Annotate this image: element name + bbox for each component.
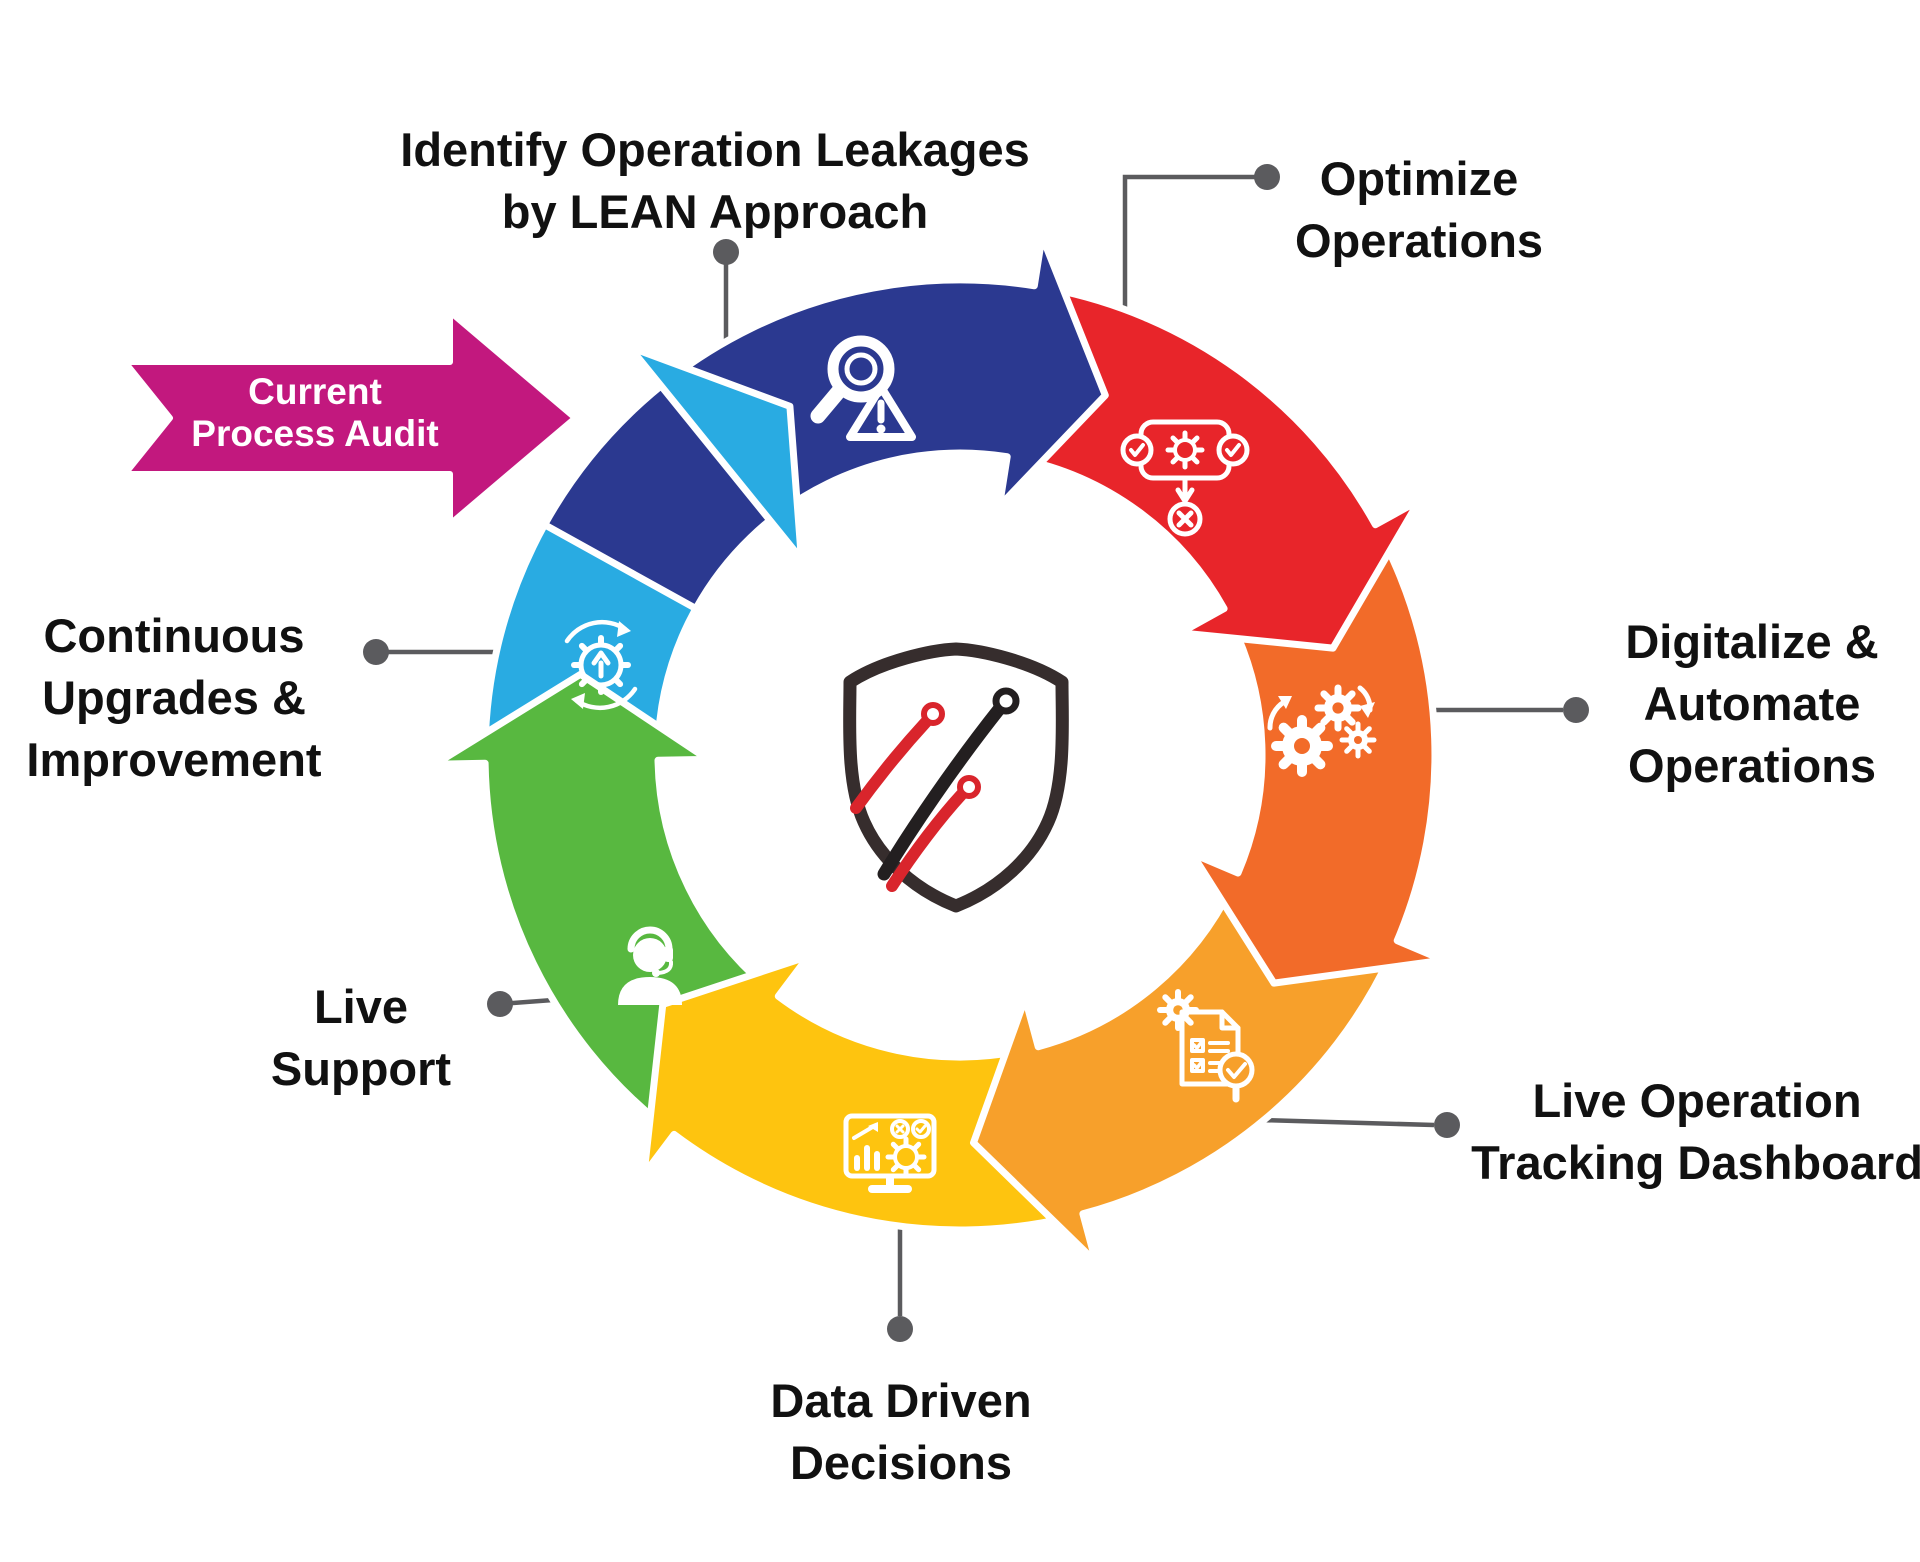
label-line: Tracking Dashboard bbox=[1471, 1136, 1920, 1189]
gears-icon bbox=[1267, 684, 1377, 777]
label-line: Decisions bbox=[789, 1436, 1013, 1489]
label-live-support: Live Support bbox=[271, 976, 451, 1100]
arrow-segment-data bbox=[640, 952, 1071, 1234]
label-line: Live Operation bbox=[1532, 1074, 1862, 1127]
connector-dot bbox=[363, 639, 389, 665]
label-identify: Identify Operation Leakages by LEAN Appr… bbox=[400, 119, 1029, 243]
arrow-segment-identify bbox=[541, 233, 1109, 613]
upgrade-cycle-icon bbox=[564, 619, 638, 711]
label-line: Live bbox=[313, 980, 409, 1033]
connector-dot bbox=[713, 239, 739, 265]
process-check-icon bbox=[1120, 419, 1250, 537]
shield-trace-red-upper bbox=[850, 716, 932, 814]
label-continuous-upgrades: Continuous Upgrades & Improvement bbox=[26, 605, 321, 791]
arrow-head-upgrades bbox=[626, 343, 805, 563]
label-line: Current bbox=[248, 371, 382, 412]
label-line: Digitalize & bbox=[1625, 615, 1879, 668]
search-warning-icon bbox=[810, 335, 916, 441]
label-data-driven: Data Driven Decisions bbox=[770, 1370, 1031, 1494]
label-line: Identify Operation Leakages bbox=[400, 123, 1030, 176]
label-tracking: Live Operation Tracking Dashboard bbox=[1471, 1070, 1920, 1194]
connector-tracking bbox=[1259, 1112, 1460, 1138]
connector-dot bbox=[887, 1316, 913, 1342]
label-line: Continuous bbox=[43, 609, 305, 662]
trace-terminal bbox=[957, 775, 981, 799]
entry-arrow bbox=[122, 309, 578, 527]
shield-trace-red-lower bbox=[886, 788, 968, 892]
label-line: Support bbox=[270, 1042, 452, 1095]
label-line: Operations bbox=[1627, 739, 1877, 792]
label-digitalize: Digitalize & Automate Operations bbox=[1625, 611, 1878, 797]
label-line: Improvement bbox=[26, 733, 322, 786]
support-agent-icon bbox=[618, 926, 682, 1005]
connector-dot bbox=[1563, 697, 1589, 723]
dashboard-icon bbox=[843, 1113, 937, 1193]
shield-logo bbox=[843, 642, 1069, 913]
connector-dot bbox=[487, 991, 513, 1017]
shield-outline bbox=[843, 642, 1069, 913]
label-optimize: Optimize Operations bbox=[1295, 148, 1543, 272]
label-line: Automate bbox=[1643, 677, 1861, 730]
audit-checklist-icon bbox=[1157, 989, 1255, 1103]
shield-trace-dark bbox=[877, 701, 1007, 881]
connector-dot bbox=[1434, 1112, 1460, 1138]
label-line: Operations bbox=[1294, 214, 1544, 267]
label-line: Data Driven bbox=[770, 1374, 1032, 1427]
connector-dot bbox=[1254, 164, 1280, 190]
label-current-process-audit: Current Process Audit bbox=[191, 371, 438, 455]
label-line: by LEAN Approach bbox=[501, 185, 929, 238]
label-line: Process Audit bbox=[191, 413, 439, 454]
trace-terminal bbox=[921, 702, 945, 726]
arrow-segment-optimize bbox=[1014, 285, 1423, 652]
label-line: Optimize bbox=[1319, 152, 1519, 205]
label-line: Upgrades & bbox=[42, 671, 306, 724]
trace-terminal bbox=[992, 687, 1020, 715]
